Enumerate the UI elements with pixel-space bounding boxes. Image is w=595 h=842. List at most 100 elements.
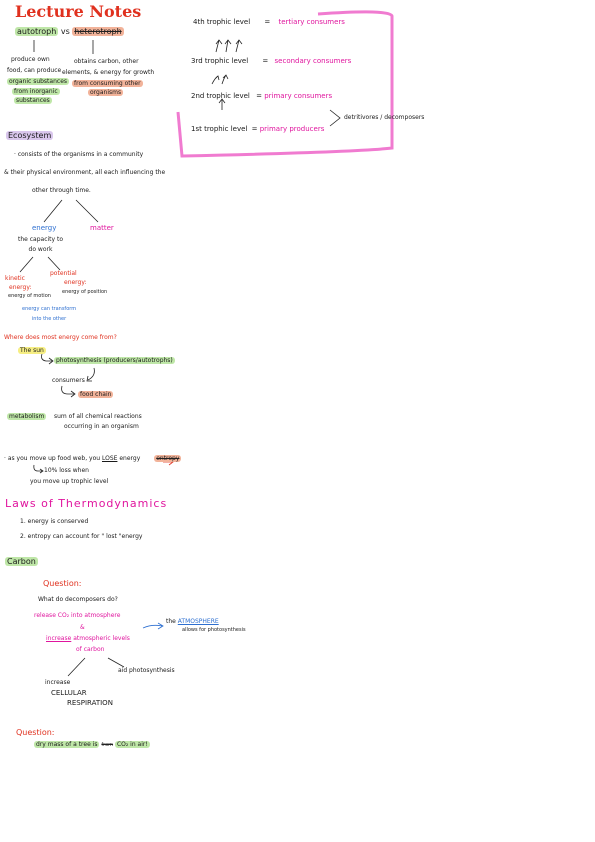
- foodchain-arrow: [61, 385, 76, 398]
- energy-def-line: the capacity to: [18, 236, 64, 243]
- carbon-heading: Carbon: [5, 557, 38, 566]
- cellular-respiration: increase CELLULAR RESPIRATION: [45, 679, 113, 707]
- autotroph-heading: autotroph vs heterotroph: [15, 27, 124, 36]
- carbon-question-text: What do decomposers do?: [38, 596, 118, 603]
- trophic-level-4: 4th trophic level = tertiary consumers: [193, 18, 345, 26]
- metabolism-label: metabolism: [7, 413, 47, 420]
- trophic-role: primary consumers: [264, 92, 333, 100]
- metabolism-def-line: sum of all chemical reactions: [54, 413, 142, 420]
- branch-aid: [107, 657, 125, 668]
- of-carbon: of carbon: [76, 646, 105, 653]
- autotroph-description: produce own food, can produce organic su…: [7, 56, 70, 104]
- energy-label: energy: [32, 224, 57, 232]
- lose-text: LOSE: [101, 455, 118, 462]
- energy-source-question: Where does most energy come from?: [4, 334, 117, 341]
- hetero-desc-line: from consuming other: [72, 80, 143, 87]
- auto-desc-line: substances: [14, 97, 52, 104]
- hetero-desc-line: elements, & energy for growth: [62, 69, 155, 76]
- ampersand: &: [80, 624, 85, 631]
- trophic-label: 1st trophic level: [191, 125, 248, 133]
- potential-energy-label: potential energy:: [50, 270, 87, 286]
- trophic-level-1: 1st trophic level = primary producers: [191, 125, 324, 133]
- autotroph-label: autotroph: [15, 27, 59, 36]
- branch-matter: [75, 199, 99, 223]
- food-chain-label: food chain: [78, 391, 114, 398]
- trophic-role: tertiary consumers: [278, 18, 345, 26]
- increase-levels: increase atmospheric levels: [46, 635, 130, 642]
- entropy-text: entropy: [154, 455, 182, 462]
- increase-rest-text: atmospheric levels: [73, 635, 130, 642]
- carbon-question-label: Question:: [43, 579, 82, 588]
- branch-cellular: [67, 657, 86, 677]
- trophic-role: secondary consumers: [274, 57, 352, 65]
- atmosphere-text: ATMOSPHERE: [177, 618, 219, 625]
- branch-energy: [43, 199, 63, 223]
- trophic-label: 4th trophic level: [193, 18, 251, 26]
- hetero-desc-line: organisms: [88, 89, 124, 96]
- atmosphere-arrow: [142, 622, 164, 630]
- metabolism-def-line: occurring in an organism: [64, 423, 139, 430]
- auto-desc-line: from inorganic: [12, 88, 60, 95]
- vs-label: vs: [60, 27, 70, 36]
- loss-arrow: [33, 464, 44, 474]
- hetero-desc-line: obtains carbon, other: [74, 58, 139, 65]
- decomposers-label: detritivores / decomposers: [344, 114, 425, 121]
- trophic-label: 3rd trophic level: [191, 57, 249, 65]
- equals-sign: =: [262, 57, 269, 65]
- heterotroph-label: heterotroph: [72, 27, 124, 36]
- trophic-move-note: you move up trophic level: [30, 478, 109, 485]
- potential-line: potential: [50, 270, 77, 277]
- branch-kinetic: [19, 256, 34, 273]
- ecosystem-line-3: other through time.: [32, 187, 91, 194]
- trophic-label: 2nd trophic level: [191, 92, 250, 100]
- photosynthesis-note: photosynthesis (producers/autotrophs): [54, 357, 175, 364]
- equals-sign: =: [251, 125, 258, 133]
- decomposer-bracket: [329, 109, 341, 127]
- equals-sign: =: [264, 18, 271, 26]
- the-text: the: [166, 618, 176, 625]
- cell-line: RESPIRATION: [67, 699, 113, 707]
- equals-sign: =: [256, 92, 262, 100]
- law-item-2: 2. entropy can account for " lost "energ…: [20, 533, 143, 540]
- food-web-note: · as you move up food web, you LOSE ener…: [4, 455, 182, 462]
- note-text: energy: [119, 455, 141, 462]
- kinetic-line: kinetic: [5, 275, 25, 282]
- trophic-role: primary producers: [259, 125, 325, 133]
- potential-definition: energy of position: [62, 289, 108, 295]
- ecosystem-heading: Ecosystem: [6, 131, 54, 140]
- auto-desc-line: produce own: [11, 56, 50, 63]
- potential-line: energy:: [64, 279, 87, 286]
- cell-line: increase: [45, 679, 71, 686]
- loss-note: 10% loss when: [44, 467, 89, 474]
- kinetic-line: energy:: [9, 284, 32, 291]
- energy-transform-note: energy can transform into the other: [22, 306, 76, 323]
- q2-from: from: [101, 742, 114, 748]
- consumers-label: consumers: [52, 377, 85, 384]
- photosynthesis-text: photosynthesis (producers/autotrophs): [54, 357, 175, 364]
- trophic-level-3: 3rd trophic level = secondary consumers: [191, 57, 351, 65]
- matter-label: matter: [90, 224, 114, 232]
- sun-arrow: [41, 353, 54, 365]
- up-arrow-1: [218, 98, 226, 110]
- heterotroph-description: obtains carbon, other elements, & energy…: [62, 58, 154, 96]
- auto-desc-line: organic substances: [7, 78, 70, 85]
- release-co2: release CO₂ into atmosphere: [34, 612, 121, 619]
- energy-def-line: do work: [28, 246, 53, 253]
- consumers-arrow: [86, 367, 95, 382]
- allows-photosynthesis: allows for photosynthesis: [182, 627, 246, 633]
- trophic-pink-bracket: [176, 10, 394, 158]
- kinetic-energy-label: kinetic energy:: [5, 275, 32, 291]
- auto-desc-line: food, can produce: [7, 67, 62, 74]
- energy-definition: the capacity to do work: [18, 236, 63, 253]
- q2-text: dry mass of a tree is: [34, 741, 100, 748]
- question2-text: dry mass of a tree is from CO₂ in air!: [34, 741, 150, 749]
- ecosystem-line-2: & their physical environment, all each i…: [4, 169, 166, 176]
- aid-photosynthesis: aid photosynthesis: [118, 667, 175, 674]
- page-title: Lecture Notes: [15, 2, 142, 21]
- sun-label: The sun: [18, 347, 46, 354]
- up-arrows-2: [211, 74, 229, 85]
- transform-line: energy can transform: [22, 306, 77, 312]
- kinetic-definition: energy of motion: [8, 293, 51, 299]
- note-text: · as you move up food web, you: [4, 455, 101, 462]
